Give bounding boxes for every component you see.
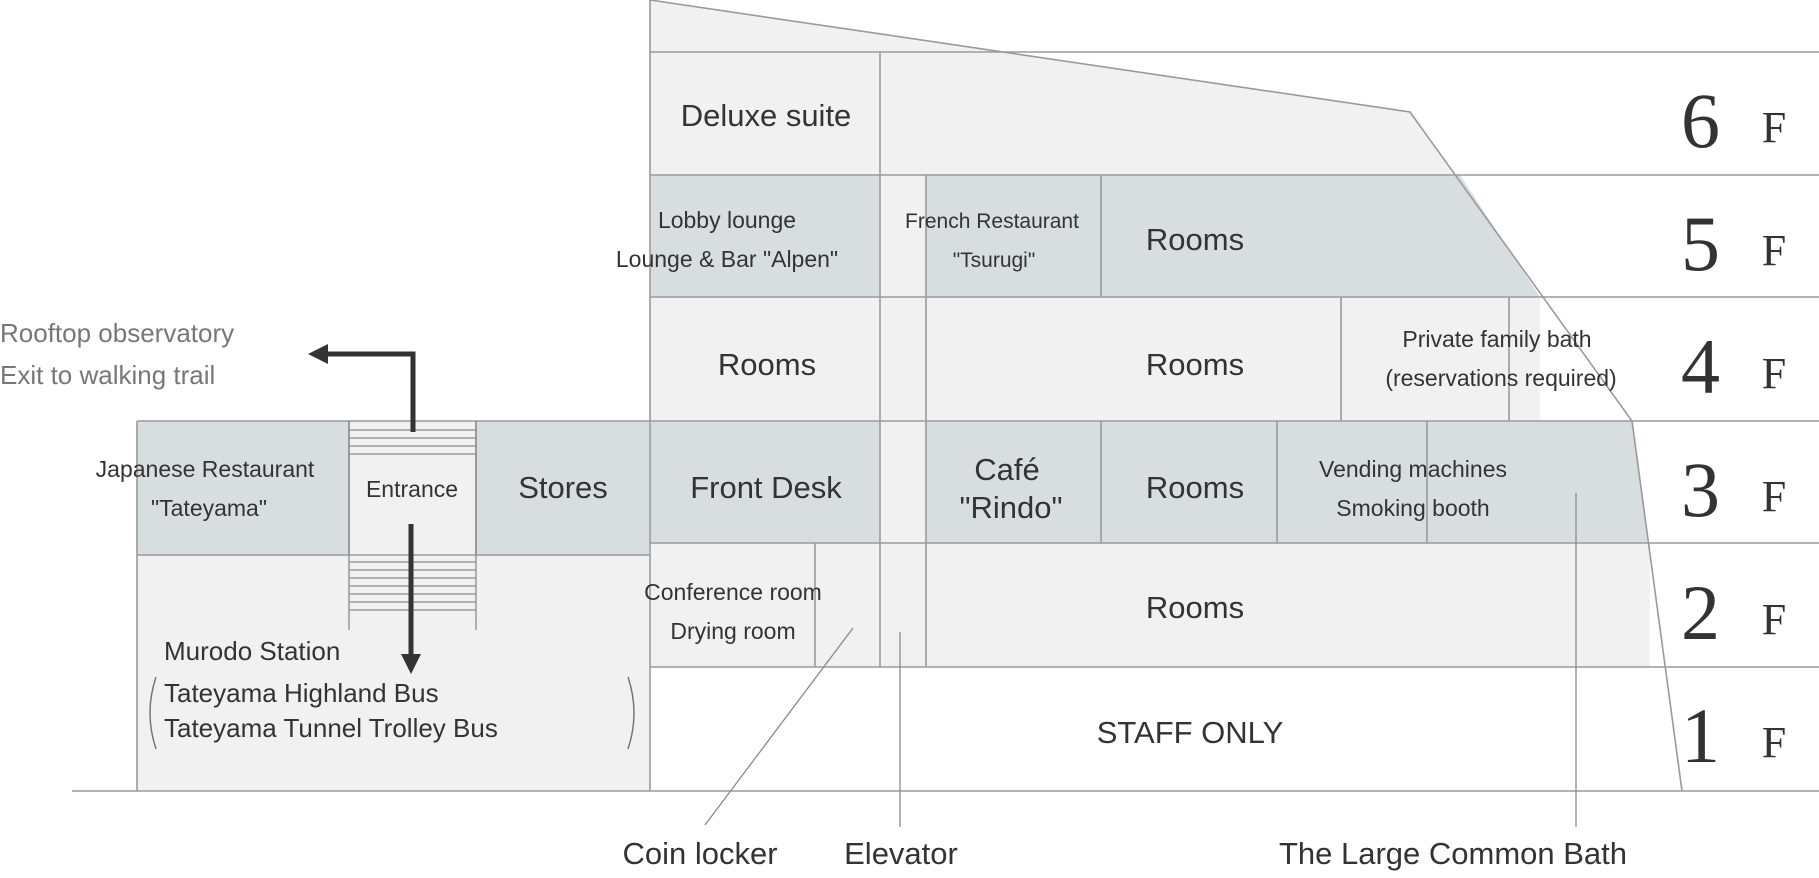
label-elevator: Elevator: [844, 836, 958, 871]
label-station-line1: Tateyama Highland Bus: [164, 678, 439, 708]
station-area: [137, 555, 649, 791]
label-station-name: Murodo Station: [164, 636, 340, 666]
label-rooms-5f: Rooms: [1146, 222, 1244, 257]
callout-lines: [704, 493, 1577, 827]
svg-text:1: 1: [1681, 692, 1720, 779]
svg-text:6: 6: [1681, 77, 1720, 164]
floor-numbers: 6 F 5 F 4 F 3 F 2 F 1 F: [1681, 77, 1786, 779]
label-cafe: Café: [974, 452, 1039, 487]
label-stores: Stores: [518, 470, 608, 505]
station-labels: Murodo Station Tateyama Highland Bus Tat…: [164, 636, 498, 743]
label-smoking: Smoking booth: [1336, 495, 1489, 521]
label-coin-locker: Coin locker: [622, 836, 777, 871]
svg-text:F: F: [1762, 472, 1786, 521]
floor-3f-right-area: [926, 421, 1648, 543]
label-french-restaurant: French Restaurant: [905, 210, 1079, 233]
floor-3f: 3 F: [1681, 446, 1786, 533]
label-deluxe-suite: Deluxe suite: [681, 98, 852, 133]
floor-4f: 4 F: [1681, 323, 1786, 410]
label-french-restaurant-name: "Tsurugi": [953, 249, 1036, 272]
floor-6f: 6 F: [1681, 77, 1786, 164]
japanese-restaurant-area: [137, 421, 349, 555]
label-entrance: Entrance: [366, 476, 458, 502]
building-fills: [137, 0, 1682, 791]
label-walking-trail: Exit to walking trail: [0, 360, 215, 390]
label-rooms-4f-right: Rooms: [1146, 347, 1244, 382]
label-japanese-restaurant: Japanese Restaurant: [96, 456, 315, 482]
svg-text:3: 3: [1681, 446, 1720, 533]
label-cafe-name: "Rindo": [959, 490, 1062, 525]
stores-area: [476, 421, 649, 555]
rooftop-labels: Rooftop observatory Exit to walking trai…: [0, 318, 234, 390]
label-conference: Conference room: [644, 579, 822, 605]
svg-text:F: F: [1762, 349, 1786, 398]
arrow-to-rooftop: [308, 344, 416, 432]
label-lobby-lounge: Lobby lounge: [658, 207, 796, 233]
label-rooftop-observatory: Rooftop observatory: [0, 318, 234, 348]
label-rooms-4f-left: Rooms: [718, 347, 816, 382]
label-rooms-3f: Rooms: [1146, 470, 1244, 505]
label-private-bath-note: (reservations required): [1385, 365, 1616, 391]
floor-2f: 2 F: [1681, 569, 1786, 656]
front-desk-area: [650, 421, 880, 543]
svg-text:F: F: [1762, 718, 1786, 767]
room-labels: Deluxe suite Lobby lounge Lounge & Bar "…: [96, 98, 1617, 750]
svg-text:F: F: [1762, 226, 1786, 275]
label-staff-only: STAFF ONLY: [1097, 715, 1284, 750]
label-japanese-restaurant-name: "Tateyama": [151, 495, 267, 521]
station-brackets: [149, 676, 635, 750]
svg-text:4: 4: [1681, 323, 1720, 410]
french-rooms-5f-area: [926, 175, 1540, 297]
arrows: [308, 344, 421, 674]
floor-5f: 5 F: [1681, 200, 1786, 287]
label-vending: Vending machines: [1319, 456, 1507, 482]
building-lines: [72, 0, 1819, 792]
label-private-bath: Private family bath: [1402, 326, 1591, 352]
label-station-line2: Tateyama Tunnel Trolley Bus: [164, 713, 498, 743]
svg-text:5: 5: [1681, 200, 1720, 287]
svg-text:2: 2: [1681, 569, 1720, 656]
lobby-lounge-area: [650, 175, 880, 297]
label-rooms-2f: Rooms: [1146, 590, 1244, 625]
label-lounge-bar: Lounge & Bar "Alpen": [616, 246, 838, 272]
svg-text:F: F: [1762, 595, 1786, 644]
callout-labels: Coin locker Elevator The Large Common Ba…: [622, 836, 1627, 871]
label-drying: Drying room: [670, 618, 795, 644]
floor-1f: 1 F: [1681, 692, 1786, 779]
svg-text:F: F: [1762, 103, 1786, 152]
label-large-bath: The Large Common Bath: [1279, 836, 1627, 871]
label-front-desk: Front Desk: [690, 470, 842, 505]
floor-2f-area: [650, 543, 1650, 667]
